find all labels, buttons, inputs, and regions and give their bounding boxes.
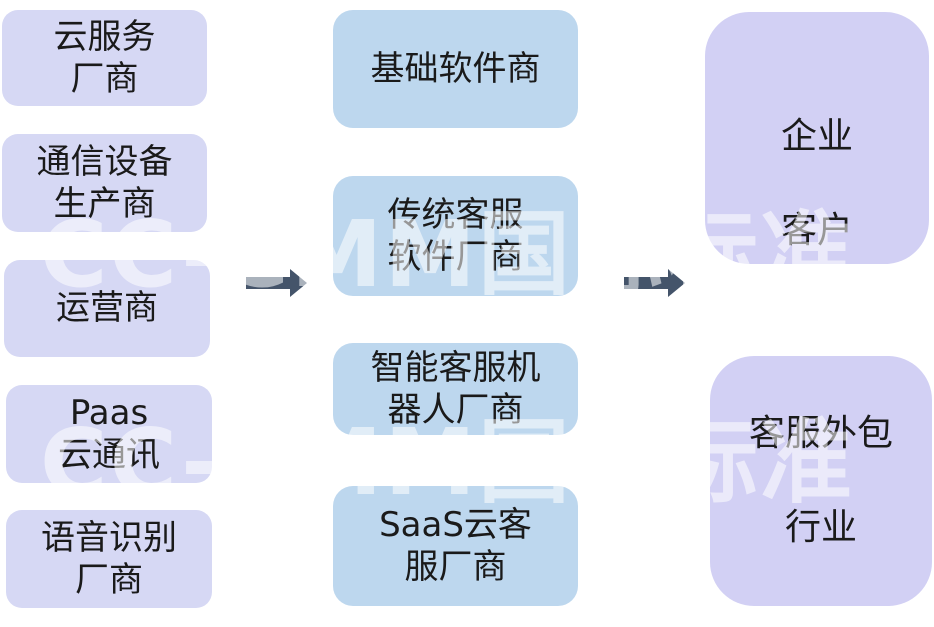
box-line: Paas xyxy=(69,392,149,433)
box-line: 厂商 xyxy=(75,560,143,600)
box-base-software: 基础软件商 xyxy=(333,10,578,128)
box-line: 客户 xyxy=(780,209,853,251)
right-arrow-icon xyxy=(246,269,307,297)
box-line: 生产商 xyxy=(53,184,156,224)
box-saas-cs: SaaS云客 服厂商 xyxy=(333,486,578,606)
box-line: 服厂商 xyxy=(404,547,507,587)
box-line: SaaS云客 xyxy=(379,504,532,545)
box-paas: Paas 云通讯 xyxy=(6,385,212,483)
box-line: 通信设备 xyxy=(36,141,173,182)
box-line: 客服外包 xyxy=(748,413,893,455)
box-line: 云通讯 xyxy=(58,435,160,475)
box-line: 智能客服机 xyxy=(370,347,541,388)
box-line: 厂商 xyxy=(70,59,139,99)
box-line: 运营商 xyxy=(56,288,158,329)
box-line: 软件厂商 xyxy=(387,237,524,277)
box-line: 企业 xyxy=(780,116,853,157)
box-line: 行业 xyxy=(784,507,857,548)
box-chatbot: 智能客服机 器人厂商 xyxy=(333,343,578,435)
box-line: 传统客服 xyxy=(387,194,524,235)
box-line: 基础软件商 xyxy=(370,48,541,89)
right-arrow-icon xyxy=(624,269,685,297)
box-traditional-cs: 传统客服 软件厂商 xyxy=(333,176,578,296)
box-line: 语音识别 xyxy=(41,517,177,558)
box-operator: 运营商 xyxy=(4,260,210,357)
box-cloud-service: 云服务 厂商 xyxy=(2,10,207,106)
box-line: 器人厂商 xyxy=(387,390,524,430)
box-telecom-equipment: 通信设备 生产商 xyxy=(2,134,207,232)
box-outsourcing: 客服外包 行业 xyxy=(710,356,932,606)
box-enterprise: 企业 客户 xyxy=(705,12,929,264)
box-speech-recognition: 语音识别 厂商 xyxy=(6,510,212,608)
box-line: 云服务 xyxy=(53,16,156,57)
